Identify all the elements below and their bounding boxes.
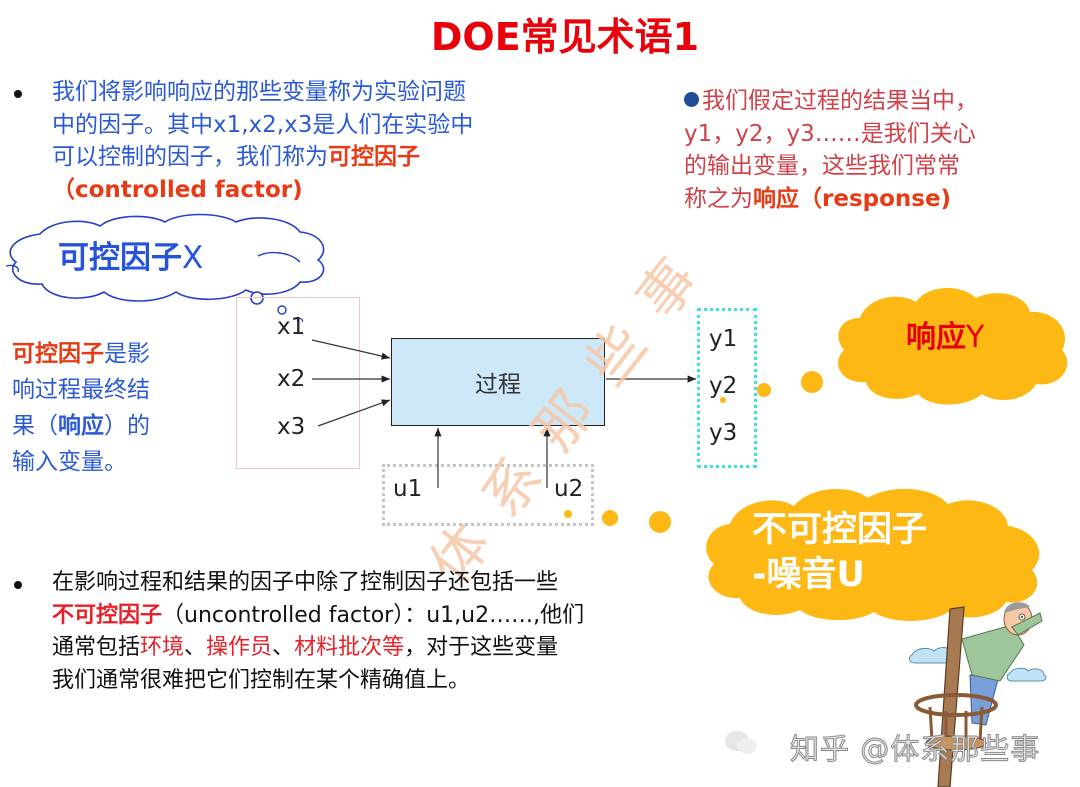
cloud-u-label: 不可控因子 -噪音U [752,508,927,598]
text-line: 果（响应）的 [12,408,202,444]
text-line: -噪音U [752,555,865,595]
text-line: 不可控因子 [752,510,928,550]
noise-u1: u1 [393,476,423,502]
input-x1: x1 [277,314,306,340]
text-line: 我们通常很难把它们控制在某个精确值上。 [52,667,471,693]
bullet-icon [684,92,699,107]
text-line: y1，y2，y3……是我们关心 [684,120,976,147]
input-x3: x3 [277,414,306,440]
example-operator: 操作员 [206,635,273,660]
controlled-factor-definition: 我们将影响响应的那些变量称为实验问题 中的因子。其中x1,x2,x3是人们在实验… [52,76,552,206]
text-segment: 响应 [906,320,966,355]
text-segment: ）的 [104,413,150,439]
thought-cloud-y-icon [720,287,1068,405]
text-line: 称之为响应（response) [684,183,1044,216]
text-line: 响过程最终结 [12,377,150,403]
cloud-x-label: 可控因子X [58,232,203,277]
text-segment: 我们假定过程的结果当中， [702,88,978,114]
thought-cloud-u-icon [564,488,1040,621]
highlight-term: 不可控因子 [52,602,163,628]
text-line: 通常包括环境、操作员、材料批次等，对于这些变量 [52,632,712,665]
wechat-icon [725,731,757,754]
text-line: 的输出变量，这些我们常常 [684,153,960,179]
page-title: DOE常见术语1 [430,15,700,59]
example-environment: 环境 [140,635,185,660]
text-segment: 通常包括 [52,635,141,660]
highlight-term: 可控因子 [328,144,420,170]
text-segment: 是影 [104,341,150,367]
process-label: 过程 [475,372,521,398]
text-segment: 可控因子 [58,240,182,276]
cloud-y-label: 响应Y [906,312,984,356]
text-line: 我们假定过程的结果当中， [684,85,1044,118]
text-segment: ，对于这些变量 [404,635,559,660]
output-y3: y3 [709,420,738,446]
bullet-icon [14,90,22,98]
english-term: （controlled factor) [52,176,303,203]
example-material-batch: 材料批次等 [294,635,405,660]
response-definition: 我们假定过程的结果当中， y1，y2，y3……是我们关心 的输出变量，这些我们常… [684,85,1044,215]
text-line: 可以控制的因子，我们称为可控因子 [52,141,552,174]
bold-term: 响应 [58,413,104,439]
text-line: 输入变量。 [12,449,127,475]
separator: 、 [184,635,207,660]
highlight-term: 可控因子 [12,341,104,367]
text-segment: Y [966,320,985,355]
noise-u2: u2 [554,476,584,502]
output-responses-box [697,308,757,468]
output-y1: y1 [709,326,738,352]
text-segment: 可以控制的因子，我们称为 [52,144,328,170]
highlight-term: 响应（response) [753,185,952,212]
bullet-icon [14,581,22,589]
text-line: 我们将影响响应的那些变量称为实验问题 [52,79,466,105]
text-segment: 果（ [12,413,58,439]
input-factors-box [236,297,360,469]
text-segment: 称之为 [684,185,753,212]
text-line: 在影响过程和结果的因子中除了控制因子还包括一些 [52,570,559,595]
text-line: 不可控因子（uncontrolled factor）：u1,u2……,他们 [52,600,712,633]
text-line: 可控因子是影 [12,336,202,372]
uncontrolled-factor-definition: 在影响过程和结果的因子中除了控制因子还包括一些 不可控因子（uncontroll… [52,567,712,697]
controlled-factor-note: 可控因子是影 响过程最终结 果（响应）的 输入变量。 [12,336,202,480]
man-on-pole-illustration-icon [908,602,1047,787]
output-y2: y2 [709,373,738,399]
text-line: 中的因子。其中x1,x2,x3是人们在实验中 [52,111,474,138]
text-segment: X [182,240,204,276]
separator: 、 [272,635,295,660]
noise-factors-box [382,464,594,526]
text-segment: （uncontrolled factor）：u1,u2……,他们 [162,602,585,628]
input-x2: x2 [277,366,306,392]
process-box: 过程 [391,338,605,426]
footer-watermark: 知乎 @体系那些事 [789,732,1041,767]
thought-cloud-x-icon [5,213,325,322]
